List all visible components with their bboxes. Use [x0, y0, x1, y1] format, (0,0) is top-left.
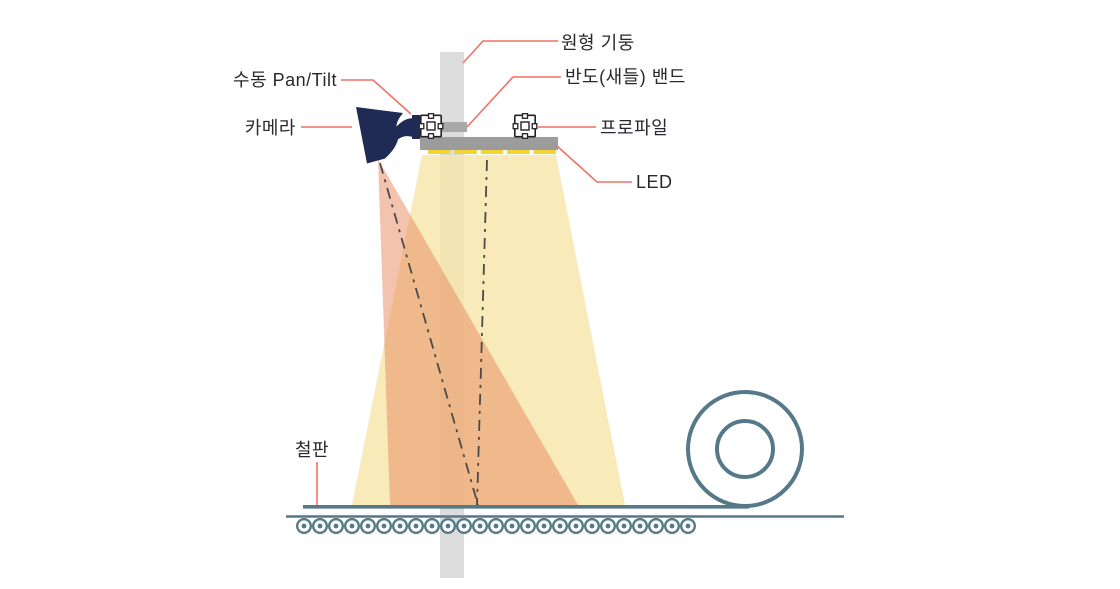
profile-bracket-right: [512, 112, 538, 140]
roller-hub: [525, 523, 531, 529]
roller-hub: [605, 523, 611, 529]
label-saddle-band: 반도(새들) 밴드: [565, 67, 686, 87]
roller-hub: [317, 523, 323, 529]
leader-line-pan-tilt: [341, 79, 412, 115]
roller-hub: [653, 523, 659, 529]
roller-hub: [333, 523, 339, 529]
saddle-band: [440, 122, 467, 132]
leader-line-saddle-band: [466, 76, 561, 128]
roller-hub: [381, 523, 387, 529]
roller-hub: [509, 523, 515, 529]
led-segment: [428, 150, 451, 154]
roller-hub: [365, 523, 371, 529]
roller-hub: [301, 523, 307, 529]
label-profile: 프로파일: [600, 118, 669, 138]
label-pillar: 원형 기둥: [561, 33, 635, 53]
roller-hub: [429, 523, 435, 529]
pan-tilt-mount-plate: [412, 115, 420, 139]
label-led: LED: [636, 172, 673, 192]
roller-hub: [413, 523, 419, 529]
led-strip: [428, 150, 556, 154]
roller-hub: [397, 523, 403, 529]
roller-hub: [589, 523, 595, 529]
led-segment: [533, 150, 556, 154]
roller-hub: [621, 523, 627, 529]
led-segment: [480, 150, 504, 154]
roller-hub: [461, 523, 467, 529]
led-segment: [507, 150, 530, 154]
roller-hub: [637, 523, 643, 529]
conveyor-rollers: [296, 518, 697, 535]
roller-hub: [541, 523, 547, 529]
roller-hub: [445, 523, 451, 529]
led-axis-line: [476, 159, 488, 506]
camera-view-cone: [378, 159, 578, 505]
steel-coil-inner-circle: [715, 419, 775, 479]
led-segment: [454, 150, 477, 154]
label-camera: 카메라: [244, 118, 296, 138]
leader-line-pillar: [462, 40, 558, 64]
roller-hub: [573, 523, 579, 529]
roller-hub: [557, 523, 563, 529]
roller-hub: [493, 523, 499, 529]
leader-line-led: [556, 145, 632, 183]
roller-hub: [349, 523, 355, 529]
roller-hub: [477, 523, 483, 529]
profile-bar: [420, 137, 558, 150]
label-steel-plate: 철판: [295, 440, 330, 460]
camera-body: [356, 107, 414, 164]
camera-axis-line: [379, 162, 479, 506]
profile-bracket-left: [418, 112, 444, 140]
roller-hub: [669, 523, 675, 529]
roller-hub: [685, 523, 691, 529]
label-pan-tilt: 수동 Pan/Tilt: [233, 70, 337, 90]
